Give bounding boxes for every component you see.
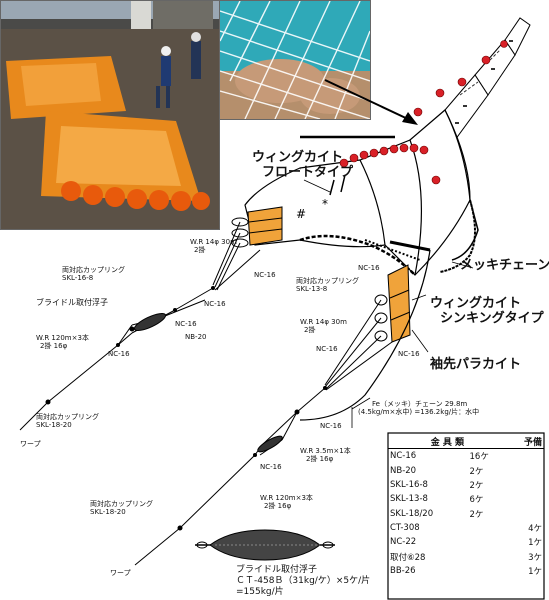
table-row: SKL-18/20 2ケ [388,506,544,520]
warp-upper-label: ワープ [20,440,41,448]
net-body [244,109,479,276]
nc16-label-3: NC-16 [175,320,197,328]
part-spare [507,464,544,478]
bridle-float-illustration [195,529,335,561]
part-spare: 3ケ [528,552,542,563]
deck-photo [0,0,220,230]
part-qty [468,521,507,535]
part-name: BB-26 [390,565,416,576]
part-qty: 2ケ [469,481,484,492]
net-closeup-photo [219,0,371,120]
table-row: BB-26 1ケ [388,564,544,578]
head-rope-floats [339,40,508,185]
part-name: CT-308 [390,522,420,533]
pointer-arrowhead [402,112,418,125]
nc16-label-6: NC-16 [316,345,338,353]
part-qty: 2ケ [469,466,484,477]
part-name: SKL-13-8 [390,494,428,505]
float-kite-label: ウィングカイト フロートタイプ [252,150,354,180]
nc16-label-5: NC-16 [358,264,380,272]
part-spare: 1ケ [528,566,542,577]
nc16-label-8: NC-16 [320,422,342,430]
part-qty [468,549,507,563]
nc16-label-7: NC-16 [398,350,420,358]
parts-table-header: 金 具 類 予備 [388,434,544,450]
table-row: SKL-16-8 2ケ [388,478,544,492]
plated-chain-label: メッキチェーン [460,258,549,273]
bridle-float-bottom-label: ブライドル取付浮子 ＣＴ-458Ｂ（31kg/ケ）×5ケ/片 =155kg/片 [236,565,371,597]
float-wing-kite [231,206,283,248]
parts-table-frame [387,432,545,600]
table-row: NC-22 1ケ [388,535,544,549]
part-name: 取付⑥28 [390,552,426,563]
part-qty: 16ケ [469,452,489,463]
upper-bridle-float [133,313,167,331]
plated-chain-line [439,199,476,273]
table-row: NB-20 2ケ [388,464,544,478]
table-row: SKL-13-8 6ケ [388,492,544,506]
part-name: SKL-18/20 [390,508,434,519]
parts-header-name: 金 具 類 [388,434,507,450]
part-spare [507,492,544,506]
nc16-label-2: NC-16 [204,300,226,308]
sinking-wing-kite [374,264,411,343]
table-row: NC-16 16ケ [388,449,544,464]
lower-bridle-float [257,435,283,453]
table-row: 取付⑥28 3ケ [388,549,544,563]
part-spare [507,478,544,492]
sinking-kite-label: ウィングカイト シンキングタイプ [430,296,544,326]
pointer-arrow [324,79,411,121]
parts-table: 金 具 類 予備 NC-16 16ケ NB-20 2ケ SKL-16-8 2ケ SKL… [388,434,544,578]
ground-rope [364,239,421,261]
table-row: CT-308 4ケ [388,521,544,535]
part-spare [507,449,544,464]
upper-bridles [19,221,261,431]
mesh-mark [329,174,346,196]
part-spare: 1ケ [528,538,542,549]
ground-chain-2 [389,240,431,252]
part-qty: 6ケ [469,495,484,506]
mesh-symbol-b: * [322,197,328,211]
connectors [45,286,327,531]
warp-lower-label: ワープ [110,569,131,577]
deck-photo-art [1,1,219,229]
part-name: SKL-16-8 [390,480,428,491]
part-spare [507,506,544,520]
nc16-label-9: NC-16 [260,463,282,471]
part-name: NB-20 [390,465,417,476]
part-name: NC-22 [390,537,417,548]
lower-bridles [134,249,431,566]
sleeve-kite-label: 袖先パラカイト [430,357,522,372]
part-spare: 4ケ [528,523,542,534]
nc16-label-4: NC-16 [108,350,130,358]
part-qty [468,535,507,549]
part-name: NC-16 [390,451,417,462]
net-closeup-art [220,1,370,119]
nc16-label-1: NC-16 [254,271,276,279]
nb20-label: NB-20 [185,333,207,341]
mesh-symbol-a: # [296,207,306,221]
ground-chain [299,234,416,276]
fe-chain-label: Fe（メッキ）チェーン 29.8m (4.5kg/m×水中) =136.2kg/… [358,400,480,416]
bridle-float-top-label: ブライドル取付浮子 [36,298,108,307]
part-qty [468,564,507,578]
label-leaders [303,179,474,428]
part-qty: 2ケ [469,509,484,520]
parts-header-spare: 予備 [506,434,544,450]
